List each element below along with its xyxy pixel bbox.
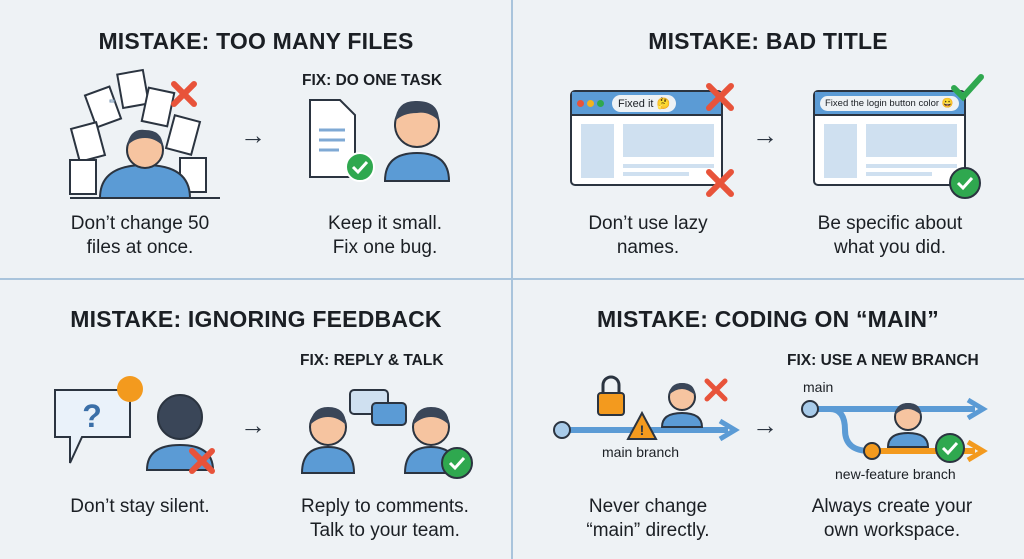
feature-branch-label: new-feature branch [835,466,956,482]
bad-title-window: Fixed it 🤔 [570,90,723,186]
talking-people-icon [300,389,473,479]
main-branch-label: main branch [602,444,680,460]
panel-title-too-many-files: MISTAKE: TOO MANY FILES [98,28,414,54]
green-check-icons [949,74,984,199]
good-caption: Reply to comments.Talk to your team. [301,496,469,541]
panel-title-coding-on-main: MISTAKE: CODING ON “MAIN” [597,306,939,332]
svg-text:?: ? [82,398,102,434]
good-title-window: Fixed the login button color 😀 [813,90,966,186]
fix-label: FIX: DO ONE TASK [302,72,443,89]
window-max-dot [597,99,604,107]
horizontal-divider [0,278,1024,280]
bad-caption: Don’t stay silent. [70,496,210,517]
panel-title-bad-title: MISTAKE: BAD TITLE [648,28,888,54]
main-branch-diagram: ! [553,375,740,442]
arrow-icon: → [752,410,778,440]
good-window-title: Fixed the login button color 😀 [820,95,959,111]
red-x-icons [706,83,734,197]
good-caption: Keep it small.Fix one bug. [327,213,443,258]
fix-label: FIX: USE A NEW BRANCH [787,352,979,369]
window-min-dot [587,99,594,107]
fix-label: FIX: REPLY & TALK [300,352,444,369]
single-file-person-icon [309,99,451,182]
pile-of-files-icon [69,68,220,199]
window-close-dot [577,99,584,107]
main-label: main [803,379,834,395]
svg-text:!: ! [640,422,645,438]
arrow-icon: → [240,410,266,440]
feature-branch-diagram [801,397,988,463]
bad-window-title: Fixed it 🤔 [612,94,677,112]
arrow-icon: → [240,120,266,150]
bad-caption: Never change“main” directly. [586,496,710,541]
arrow-icon: → [752,120,778,150]
silent-person-icon: ? [54,376,215,474]
panel-title-ignoring-feedback: MISTAKE: IGNORING FEEDBACK [70,306,442,332]
